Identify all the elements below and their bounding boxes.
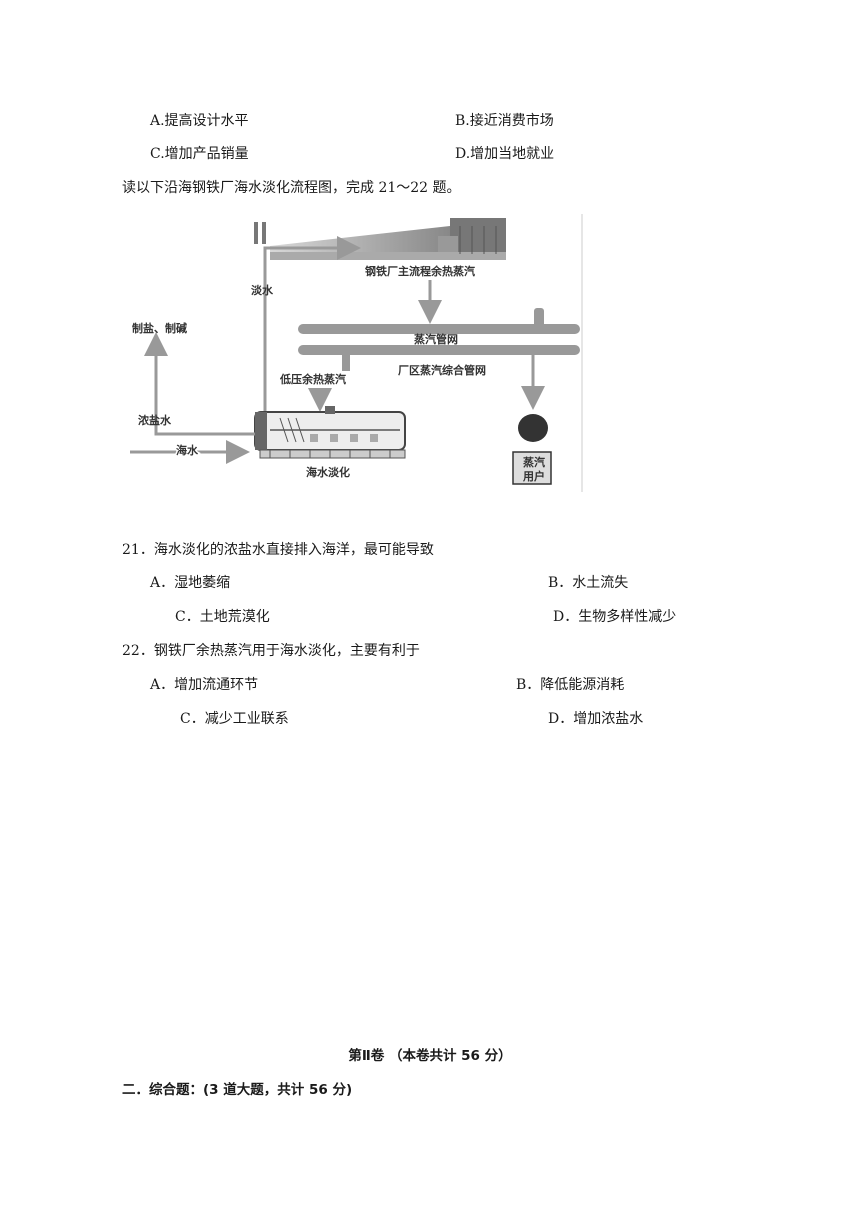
label-steam-user-1: 蒸汽	[523, 455, 545, 469]
q22-option-c: C．减少工业联系	[180, 711, 289, 727]
q21-stem: 21．海水淡化的浓盐水直接排入海洋，最可能导致	[122, 542, 434, 558]
steam-pipe-upper	[298, 324, 580, 334]
q21-option-b: B．水土流失	[548, 575, 629, 591]
label-low-pressure: 低压余热蒸汽	[279, 372, 346, 386]
option-a: A.提高设计水平	[150, 113, 249, 129]
label-brine: 浓盐水	[138, 413, 172, 427]
q21-option-c: C．土地荒漠化	[175, 609, 270, 625]
label-salt-alkali: 制盐、制碱	[132, 321, 187, 335]
intro-text: 读以下沿海钢铁厂海水淡化流程图，完成 21～22 题。	[122, 180, 461, 196]
option-c: C.增加产品销量	[150, 146, 249, 162]
q22-stem: 22．钢铁厂余热蒸汽用于海水淡化，主要有利于	[122, 643, 420, 659]
label-steam-user-2: 用户	[523, 469, 545, 483]
q22-option-a: A．增加流通环节	[150, 677, 259, 693]
desalination-unit-icon	[254, 406, 406, 459]
label-fresh-water: 淡水	[251, 283, 274, 297]
section2-heading: 二．综合题：(3 道大题，共计 56 分)	[122, 1082, 353, 1098]
option-d: D.增加当地就业	[455, 146, 555, 162]
label-desalination: 海水淡化	[306, 465, 350, 479]
q22-option-d: D．增加浓盐水	[548, 711, 644, 727]
section2-title: 第Ⅱ卷 （本卷共计 56 分）	[348, 1048, 512, 1064]
label-steel-plant: 钢铁厂主流程余热蒸汽	[365, 264, 475, 278]
label-steam-network: 蒸汽管网	[414, 332, 458, 346]
option-b: B.接近消费市场	[455, 113, 554, 129]
steam-pipe-lower	[298, 345, 580, 355]
label-plant-network: 厂区蒸汽综合管网	[398, 363, 486, 377]
label-seawater: 海水	[176, 443, 199, 457]
steel-plant-icon	[254, 218, 506, 260]
q22-option-b: B．降低能源消耗	[516, 677, 625, 693]
q21-option-a: A．湿地萎缩	[150, 575, 231, 591]
q21-option-d: D．生物多样性减少	[553, 609, 677, 625]
steam-user-icon	[518, 414, 548, 442]
desalination-flow-diagram: 钢铁厂主流程余热蒸汽 淡水 蒸汽管网 厂区蒸汽综合管网 低压余热蒸汽 蒸汽 用户	[130, 214, 583, 492]
